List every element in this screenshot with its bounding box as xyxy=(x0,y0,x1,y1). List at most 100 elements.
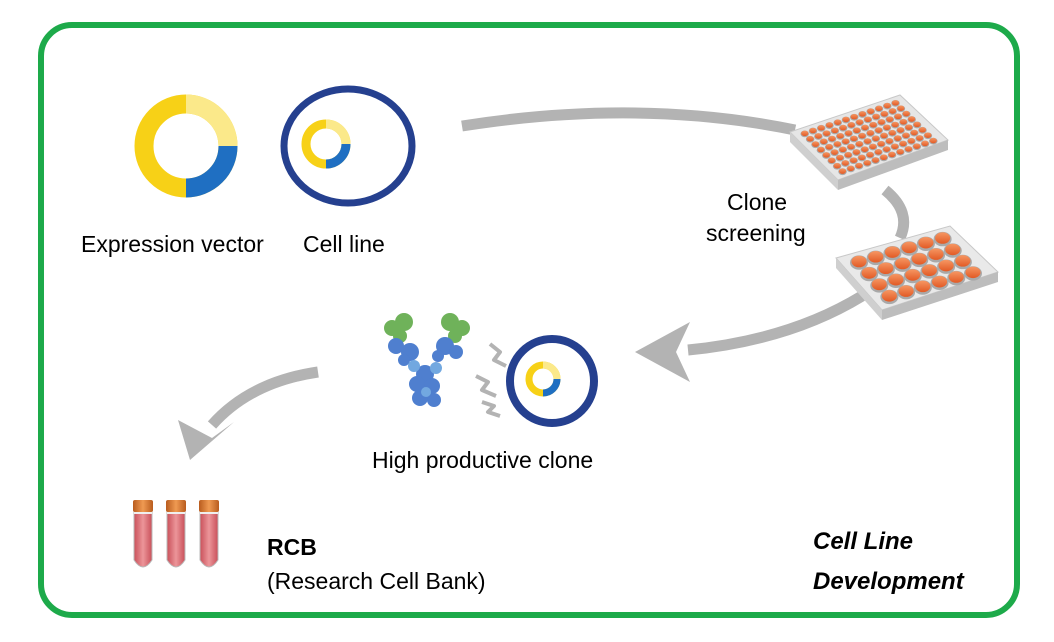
well-fill xyxy=(868,251,884,263)
cell-line-label: Cell line xyxy=(303,231,385,257)
well-fill xyxy=(945,243,961,256)
well-fill xyxy=(874,149,882,155)
well-fill xyxy=(915,280,931,293)
96-well-plate-icon xyxy=(789,94,949,190)
well-fill xyxy=(839,124,847,131)
well-fill xyxy=(931,275,948,288)
clone-screening-label-line1: Clone xyxy=(727,189,788,215)
well-fill xyxy=(891,100,900,106)
well-fill xyxy=(905,124,913,130)
sample-tubes-icon xyxy=(133,500,219,568)
well-fill xyxy=(894,135,902,141)
well-fill xyxy=(828,157,836,164)
well-fill xyxy=(831,149,839,155)
well-fill xyxy=(899,119,907,125)
well-fill xyxy=(921,140,929,147)
well-fill xyxy=(842,116,850,123)
well-fill xyxy=(902,110,910,117)
tube-body xyxy=(199,511,219,568)
well-fill xyxy=(855,141,863,147)
well-fill xyxy=(904,146,913,152)
well-fill xyxy=(897,127,905,133)
well-fill xyxy=(861,124,869,131)
well-fill xyxy=(891,121,899,128)
well-fill xyxy=(869,143,877,150)
well-fill xyxy=(863,160,871,166)
well-fill xyxy=(901,241,917,254)
well-fill xyxy=(899,140,907,147)
well-fill xyxy=(850,135,858,142)
tube-cap xyxy=(133,500,153,512)
well-fill xyxy=(907,138,915,144)
well-fill xyxy=(898,285,914,297)
well-fill xyxy=(913,121,921,128)
well-fill xyxy=(913,143,921,149)
well-fill xyxy=(858,154,866,161)
well-fill xyxy=(872,135,880,142)
well-fill xyxy=(852,149,861,155)
well-fill xyxy=(871,278,887,291)
well-fill xyxy=(844,152,852,158)
high-productive-clone-label: High productive clone xyxy=(372,447,594,473)
clone-cell-icon xyxy=(506,335,598,427)
well-fill xyxy=(838,168,847,174)
title-line1: Cell Line xyxy=(813,528,914,555)
well-fill xyxy=(928,248,944,260)
well-fill xyxy=(888,130,896,136)
well-fill xyxy=(886,116,894,122)
antibody-icon xyxy=(384,313,470,407)
well-fill xyxy=(811,141,820,147)
well-fill xyxy=(851,255,867,268)
well-fill xyxy=(935,232,951,244)
well-fill xyxy=(822,152,830,158)
well-fill xyxy=(875,105,883,112)
well-fill xyxy=(831,127,839,134)
well-fill xyxy=(883,124,891,131)
well-fill xyxy=(841,160,849,166)
well-fill xyxy=(929,137,937,144)
diagram-frame xyxy=(38,22,1020,618)
well-fill xyxy=(881,290,897,302)
well-fill xyxy=(806,136,814,142)
well-fill xyxy=(866,151,874,158)
well-fill xyxy=(858,111,867,117)
well-fill xyxy=(965,266,981,279)
well-fill xyxy=(948,271,964,283)
well-fill xyxy=(836,133,844,139)
well-fill xyxy=(834,119,842,125)
well-fill xyxy=(820,138,828,145)
well-fill xyxy=(864,116,872,123)
clone-screening-label-line2: screening xyxy=(706,220,806,246)
well-fill xyxy=(878,262,894,274)
tube-body xyxy=(166,511,186,568)
well-fill xyxy=(861,267,877,279)
arrow-to-screening xyxy=(461,107,797,136)
well-fill xyxy=(847,143,855,150)
well-fill xyxy=(833,141,841,147)
well-fill xyxy=(888,151,896,158)
well-fill xyxy=(884,246,901,258)
well-fill xyxy=(875,127,883,133)
well-fill xyxy=(916,135,924,141)
well-fill xyxy=(809,127,817,134)
well-fill xyxy=(850,113,858,120)
well-fill xyxy=(814,133,822,139)
well-fill xyxy=(844,130,853,136)
well-fill xyxy=(908,116,916,122)
well-fill xyxy=(918,236,934,249)
well-fill xyxy=(877,119,886,125)
well-fill xyxy=(955,255,971,267)
well-fill xyxy=(880,154,888,160)
tube-cap xyxy=(166,500,186,512)
well-fill xyxy=(938,259,954,272)
well-fill xyxy=(872,113,880,120)
well-fill xyxy=(891,143,899,150)
well-fill xyxy=(883,146,891,152)
well-fill xyxy=(869,122,877,128)
well-fill xyxy=(880,111,888,117)
well-fill xyxy=(905,269,921,281)
well-fill xyxy=(823,130,831,136)
well-fill xyxy=(888,273,904,286)
well-fill xyxy=(842,138,850,144)
